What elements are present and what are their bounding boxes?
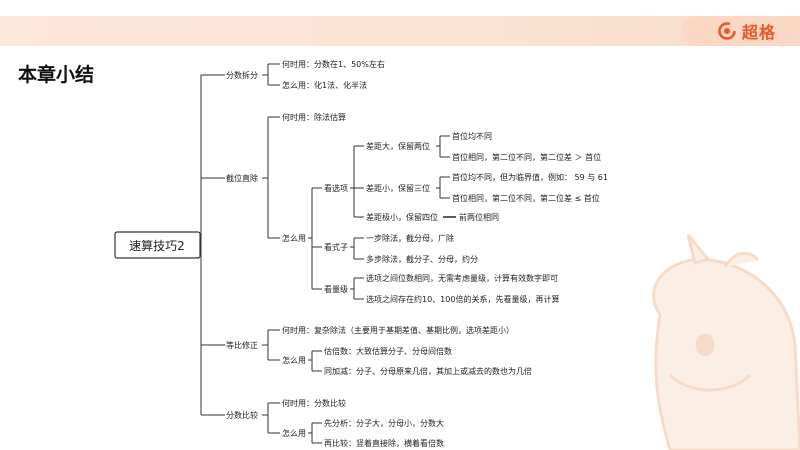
jiewei-when: 何时用：除法估算 bbox=[282, 112, 346, 122]
page-title: 本章小结 bbox=[18, 64, 95, 86]
jiewei-how: 怎么用 bbox=[282, 233, 306, 243]
bijiao-when: 何时用：分数比较 bbox=[282, 398, 346, 408]
branch-dengbi-xiuzheng: 等比修正 bbox=[226, 340, 258, 350]
brand-pill bbox=[682, 16, 800, 46]
node-chaju-da: 差距大，保留两位 bbox=[366, 141, 430, 151]
fenshu-chaifen-how: 怎么用：化1法、化半法 bbox=[282, 80, 367, 90]
node-kanshizi: 看式子 bbox=[324, 242, 348, 252]
branch-jiewei-zhichu: 截位直除 bbox=[226, 173, 258, 183]
dengbi-item-1: 估倍数：大致估算分子、分母间倍数 bbox=[324, 346, 452, 356]
unicorn-mascot-icon bbox=[652, 234, 800, 450]
root-node: 速算技巧2 bbox=[114, 231, 201, 259]
node-kanliangji: 看量级 bbox=[324, 284, 348, 294]
node-kanxuanxiang: 看选项 bbox=[324, 183, 348, 193]
dengbi-when: 何时用：复杂除法（主要用于基期差值、基期比例，选项差距小） bbox=[282, 325, 514, 335]
branch-fenshu-chaifen: 分数拆分 bbox=[226, 70, 258, 80]
fenshu-chaifen-when: 何时用：分数在1、50%左右 bbox=[282, 59, 385, 69]
kanshizi-item-1: 一步除法，截分母，厂除 bbox=[366, 233, 454, 243]
chaju-da-item-1: 首位均不同 bbox=[452, 131, 492, 141]
kanliangji-item-1: 选项之间位数相同，无需考虑量级，计算有效数字即可 bbox=[366, 273, 558, 283]
kanshizi-item-2: 多步除法，截分子、分母，约分 bbox=[366, 254, 478, 264]
bijiao-how: 怎么用 bbox=[282, 428, 306, 438]
chaju-da-item-2: 首位相同，第二位不同，第二位差 ＞ 首位 bbox=[452, 152, 601, 162]
root-label: 速算技巧2 bbox=[129, 238, 185, 253]
chaju-xiao-item-2: 首位相同，第二位不同，第二位差 ≤ 首位 bbox=[452, 193, 600, 203]
dengbi-how: 怎么用 bbox=[282, 355, 306, 365]
bijiao-item-1: 先分析：分子大，分母小，分数大 bbox=[324, 418, 444, 428]
kanliangji-item-2: 选项之间存在约10、100倍的关系，先看量级，再计算 bbox=[366, 294, 559, 304]
header-banner bbox=[0, 16, 800, 46]
node-chaju-xiao: 差距小，保留三位 bbox=[366, 183, 430, 193]
bijiao-item-2: 再比较：竖着直接除，横着看倍数 bbox=[324, 438, 444, 448]
branch-fenshu-bijiao: 分数比较 bbox=[226, 410, 258, 420]
brand-logo-group: 超格 bbox=[717, 21, 776, 42]
dengbi-item-2: 同加减：分子、分母原来几倍，其加上或减去的数也为几倍 bbox=[324, 366, 532, 376]
chaju-xiao-item-1: 首位均不同，但为临界值，例如： 59 与 61 bbox=[452, 172, 608, 182]
brand-name: 超格 bbox=[741, 23, 776, 42]
brand-logo-icon bbox=[718, 22, 736, 40]
chaju-jixiao-item: 前两位相同 bbox=[459, 212, 499, 222]
node-chaju-jixiao: 差距极小，保留四位 bbox=[366, 212, 438, 222]
